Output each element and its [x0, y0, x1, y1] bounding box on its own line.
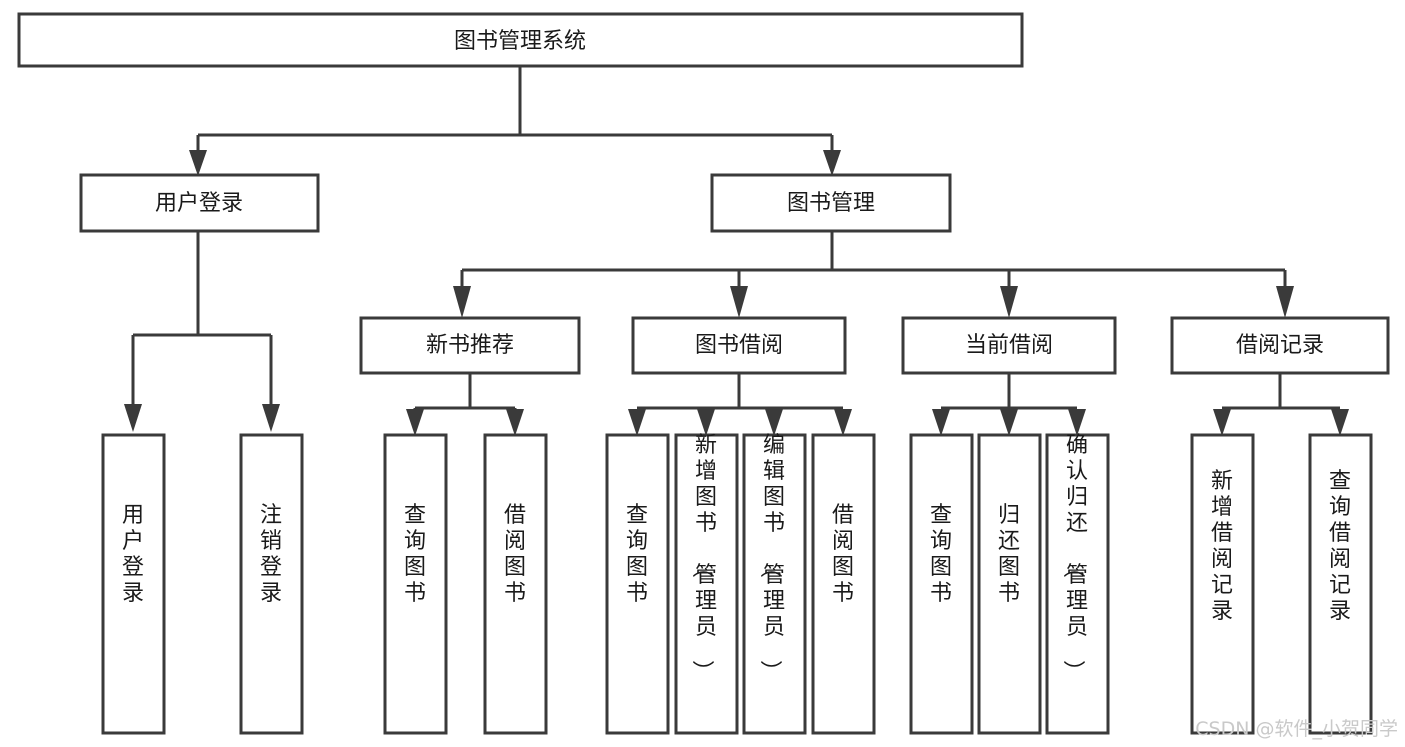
arrowhead-leaf-logout [262, 404, 280, 432]
leaf-nbr-borrow-book-box[interactable] [483, 433, 548, 735]
leaf-nbr-query-book-box[interactable] [383, 433, 448, 735]
leaf-br-add-record-label: 新增借阅记录 [1211, 469, 1233, 624]
arrowhead-bb-query-book [628, 409, 646, 436]
arrowhead-nbr-borrow-book [506, 409, 524, 436]
arrowhead-br-add-record [1213, 409, 1231, 436]
leaf-bb-borrow-book[interactable]: 借阅图书 [811, 433, 876, 735]
node-book-borrow-label: 图书借阅 [695, 333, 783, 358]
leaf-bb-query-book-label: 查询图书 [626, 503, 648, 606]
leaf-nbr-query-book-label: 查询图书 [404, 503, 426, 606]
node-current-borrow-label: 当前借阅 [965, 333, 1053, 358]
csdn-watermark: CSDN @软件_小贺同学 [1195, 718, 1398, 740]
leaf-logout[interactable]: 注销登录 [239, 433, 304, 735]
leaf-bb-edit-book-box[interactable] [742, 433, 807, 735]
leaf-bb-add-book-label: 新增图书（管理员） [689, 433, 717, 682]
connector-layer [124, 66, 1349, 436]
arrowhead-nbr-query-book [406, 409, 424, 436]
node-book-management[interactable]: 图书管理 [710, 173, 952, 233]
leaf-cb-query-book-label: 查询图书 [930, 503, 952, 606]
leaf-user-login[interactable]: 用户登录 [101, 433, 166, 735]
node-new-book-recommend[interactable]: 新书推荐 [359, 316, 581, 375]
leaf-bb-edit-book[interactable]: 编辑图书（管理员） [742, 433, 807, 735]
leaf-bb-add-book-box[interactable] [674, 433, 739, 735]
leaf-br-query-record-label: 查询借阅记录 [1329, 469, 1351, 624]
leaf-br-query-record-box[interactable] [1308, 433, 1373, 735]
leaf-user-login-label: 用户登录 [122, 503, 144, 606]
node-root-box[interactable] [17, 12, 1024, 68]
node-book-borrow[interactable]: 图书借阅 [631, 316, 847, 375]
node-new-book-recommend-box[interactable] [359, 316, 581, 375]
node-borrow-record-label: 借阅记录 [1236, 333, 1324, 358]
arrowhead-new-book-recommend [453, 286, 471, 318]
leaf-logout-box[interactable] [239, 433, 304, 735]
node-new-book-recommend-label: 新书推荐 [426, 333, 514, 358]
leaf-cb-confirm-return-label: 确认归还（管理员） [1060, 433, 1088, 682]
leaf-bb-query-book-box[interactable] [605, 433, 670, 735]
leaf-br-query-record[interactable]: 查询借阅记录 [1308, 433, 1373, 735]
leaf-cb-query-book-box[interactable] [909, 433, 974, 735]
leaf-cb-return-book-label: 归还图书 [998, 503, 1020, 606]
leaf-br-add-record-box[interactable] [1190, 433, 1255, 735]
leaf-br-add-record[interactable]: 新增借阅记录 [1190, 433, 1255, 735]
node-current-borrow[interactable]: 当前借阅 [901, 316, 1117, 375]
leaf-nbr-borrow-book-label: 借阅图书 [504, 503, 526, 606]
leaf-cb-return-book[interactable]: 归还图书 [977, 433, 1042, 735]
leaf-nbr-query-book[interactable]: 查询图书 [383, 433, 448, 735]
node-book-borrow-box[interactable] [631, 316, 847, 375]
leaf-bb-edit-book-label: 编辑图书（管理员） [757, 433, 785, 682]
arrowhead-bb-add-book [697, 409, 715, 436]
arrowhead-borrow-record [1276, 286, 1294, 318]
arrowhead-book-borrow [730, 286, 748, 318]
leaf-cb-confirm-return-box[interactable] [1045, 433, 1110, 735]
node-user-login[interactable]: 用户登录 [79, 173, 320, 233]
leaf-bb-query-book[interactable]: 查询图书 [605, 433, 670, 735]
node-book-management-label: 图书管理 [787, 191, 875, 216]
leaf-bb-borrow-book-box[interactable] [811, 433, 876, 735]
arrowhead-user-login [189, 150, 207, 176]
arrowhead-cb-return-book [1000, 409, 1018, 436]
leaf-nbr-borrow-book[interactable]: 借阅图书 [483, 433, 548, 735]
node-current-borrow-box[interactable] [901, 316, 1117, 375]
leaf-bb-add-book[interactable]: 新增图书（管理员） [674, 433, 739, 735]
arrowhead-cb-query-book [932, 409, 950, 436]
node-root-label: 图书管理系统 [454, 29, 586, 54]
arrowhead-br-query-record [1331, 409, 1349, 436]
node-borrow-record-box[interactable] [1170, 316, 1390, 375]
node-book-management-box[interactable] [710, 173, 952, 233]
leaf-cb-confirm-return[interactable]: 确认归还（管理员） [1045, 433, 1110, 735]
leaf-cb-return-book-box[interactable] [977, 433, 1042, 735]
node-user-login-label: 用户登录 [155, 191, 243, 216]
leaf-bb-borrow-book-label: 借阅图书 [832, 503, 854, 606]
arrowhead-book-management [823, 150, 841, 176]
arrowhead-leaf-user-login [124, 404, 142, 432]
arrowhead-bb-borrow-book [834, 409, 852, 436]
node-user-login-box[interactable] [79, 173, 320, 233]
arrowhead-cb-confirm-return [1068, 409, 1086, 436]
leaf-user-login-box[interactable] [101, 433, 166, 735]
node-borrow-record[interactable]: 借阅记录 [1170, 316, 1390, 375]
arrowhead-current-borrow [1000, 286, 1018, 318]
arrowhead-bb-edit-book [765, 409, 783, 436]
node-root[interactable]: 图书管理系统 [17, 12, 1024, 68]
leaf-logout-label: 注销登录 [260, 503, 282, 606]
leaf-cb-query-book[interactable]: 查询图书 [909, 433, 974, 735]
